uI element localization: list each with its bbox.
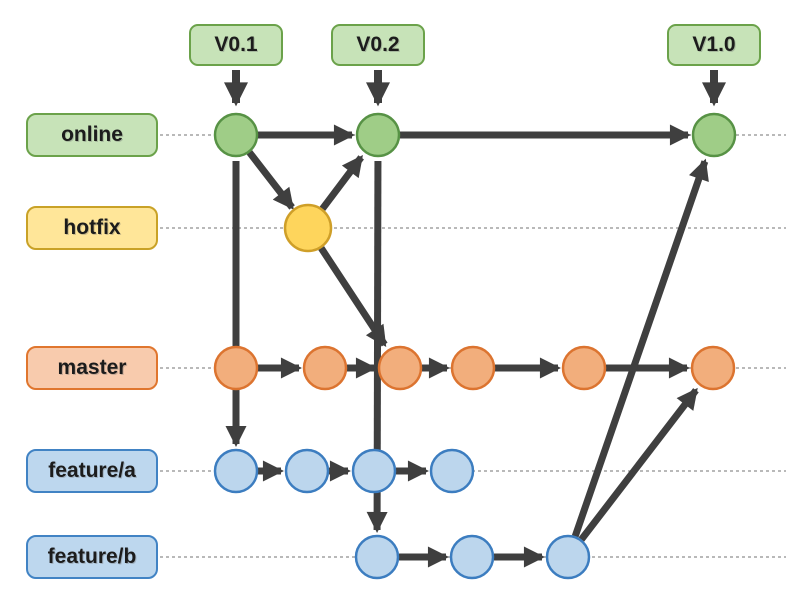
commit-master-3 <box>377 345 423 391</box>
commit-feature-a-4 <box>429 448 475 494</box>
branch-label-feature-b-text: feature/b <box>47 545 137 568</box>
commit-feature-a-3 <box>351 448 397 494</box>
branch-label-master: master <box>26 346 158 390</box>
commit-arrows <box>224 70 726 568</box>
commit-online-1 <box>213 112 259 158</box>
tag-v1.0: V1.0 <box>667 24 761 66</box>
commit-master-1 <box>213 345 259 391</box>
commit-master-5 <box>561 345 607 391</box>
branch-label-feature-a-text: feature/a <box>48 459 136 482</box>
branch-label-feature-b: feature/b <box>26 535 158 579</box>
commit-feature-a-2 <box>284 448 330 494</box>
edge-online-1-to-hotfix-1 <box>246 150 295 210</box>
branch-label-hotfix: hotfix <box>26 206 158 250</box>
branch-label-master-text: master <box>57 356 127 379</box>
branch-label-online: online <box>26 113 158 157</box>
commit-master-2 <box>302 345 348 391</box>
tag-v0.2: V0.2 <box>331 24 425 66</box>
branch-label-online-text: online <box>61 123 123 146</box>
commit-feature-a-1 <box>213 448 259 494</box>
edge-feature-b-3-to-online-3 <box>571 158 709 538</box>
commit-online-3 <box>691 112 737 158</box>
branch-label-feature-a: feature/a <box>26 449 158 493</box>
commit-feature-b-2 <box>449 534 495 580</box>
commit-feature-b-3 <box>545 534 591 580</box>
commit-nodes <box>213 112 737 580</box>
commit-hotfix-1 <box>283 203 333 253</box>
tag-v0.2-text: V0.2 <box>356 33 400 56</box>
edge-hotfix-1-to-online-2 <box>319 155 364 211</box>
commit-online-2 <box>355 112 401 158</box>
tag-v0.1-text: V0.1 <box>214 33 258 56</box>
branch-label-hotfix-text: hotfix <box>63 216 121 239</box>
commit-feature-b-1 <box>354 534 400 580</box>
edge-feature-b-3-to-master-6 <box>578 387 699 542</box>
commit-master-6 <box>690 345 736 391</box>
tag-v0.1: V0.1 <box>189 24 283 66</box>
tag-v1.0-text: V1.0 <box>692 33 736 56</box>
commit-master-4 <box>450 345 496 391</box>
